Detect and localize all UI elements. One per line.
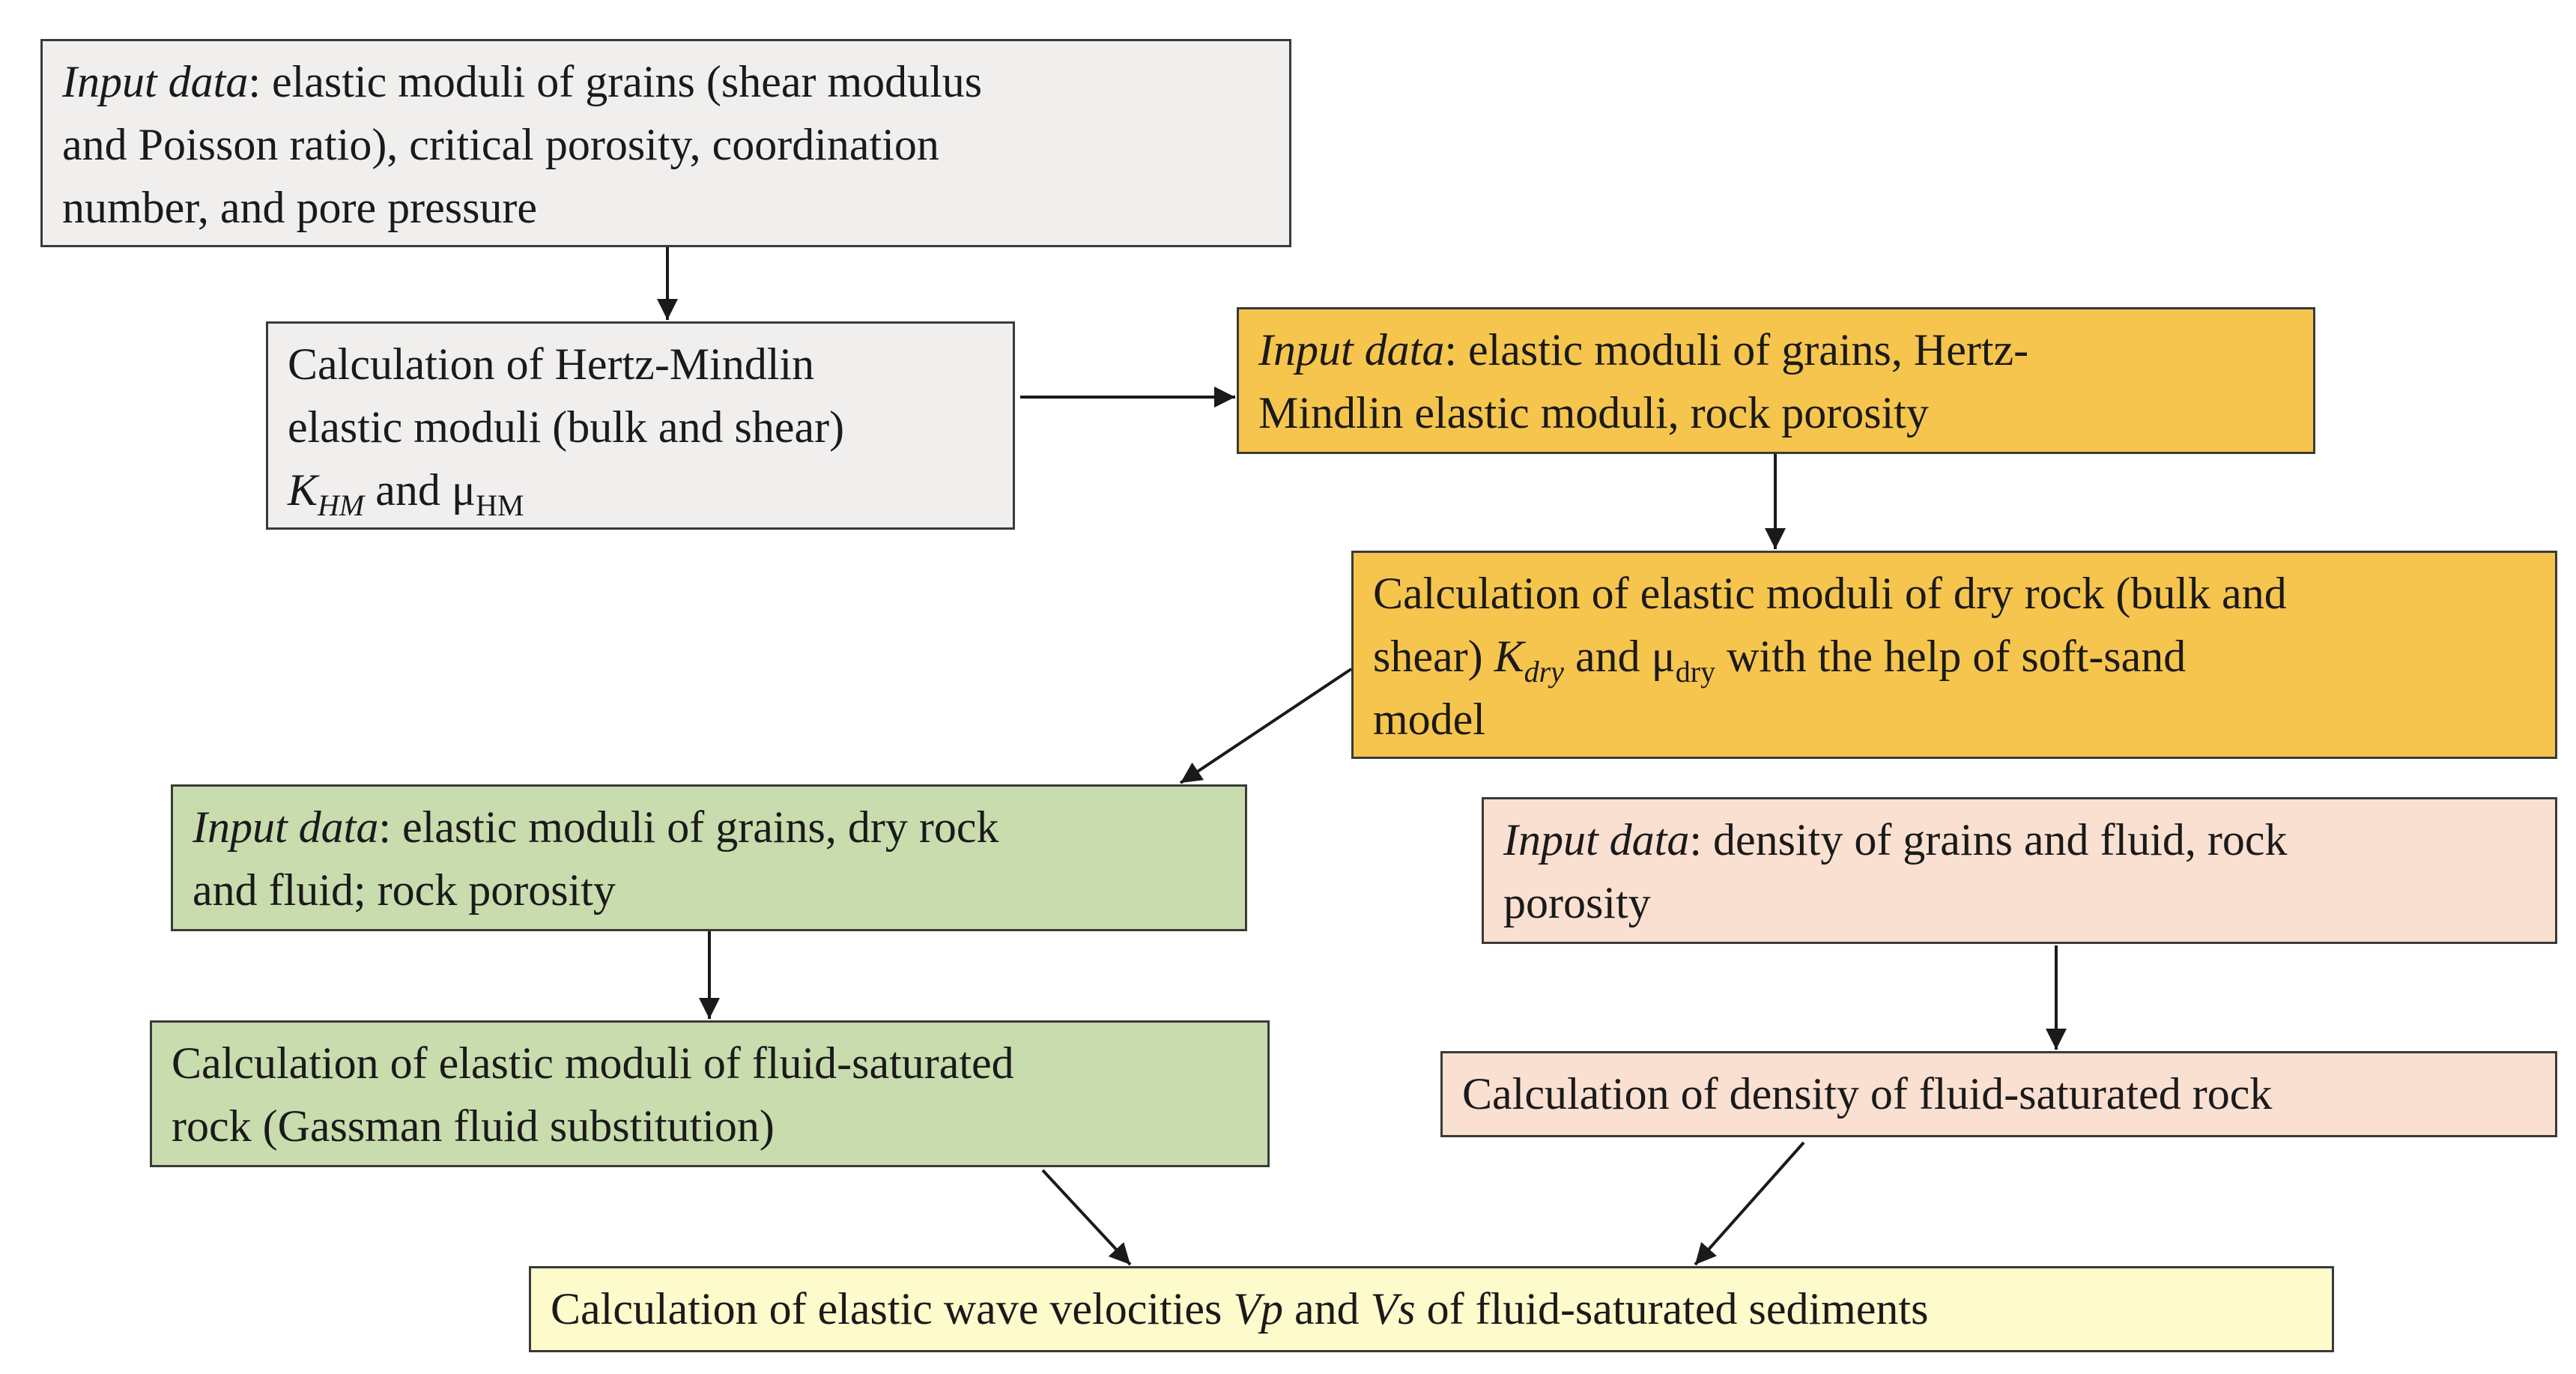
input-data-label: Input data xyxy=(193,802,379,852)
input-hm-line-1: Input data: elastic moduli of grains, He… xyxy=(1258,325,2029,375)
dry-rock-box: Calculation of elastic moduli of dry roc… xyxy=(1351,551,2557,759)
input-grains-line-3: number, and pore pressure xyxy=(62,183,538,232)
velocities-box: Calculation of elastic wave velocities V… xyxy=(529,1266,2334,1352)
mu-subscript: HM xyxy=(476,488,524,522)
saturated-moduli-line-1: Calculation of elastic moduli of fluid-s… xyxy=(172,1038,1014,1088)
k-subscript: dry xyxy=(1524,655,1564,688)
input-density-line-2: porosity xyxy=(1503,878,1651,927)
hertz-mindlin-line-1: Calculation of Hertz-Mindlin xyxy=(288,339,815,389)
input-grains-line-2: and Poisson ratio), critical porosity, c… xyxy=(62,120,939,169)
mu-subscript: dry xyxy=(1675,655,1716,688)
saturated-moduli-line-2: rock (Gassman fluid substitution) xyxy=(172,1101,775,1151)
arrow-saturated-moduli-to-velocities xyxy=(1041,1169,1132,1266)
mu-symbol: and μ xyxy=(1563,632,1676,681)
input-fluid-line-1: Input data: elastic moduli of grains, dr… xyxy=(193,802,999,852)
hertz-mindlin-box: Calculation of Hertz-Mindlin elastic mod… xyxy=(266,321,1015,530)
dry-rock-line-2: shear) Kdry and μdry with the help of so… xyxy=(1373,632,2186,688)
saturated-moduli-box: Calculation of elastic moduli of fluid-s… xyxy=(150,1020,1270,1167)
input-fluid-line-2: and fluid; rock porosity xyxy=(193,865,616,915)
hertz-mindlin-line-3: KHM and μHM xyxy=(288,458,993,521)
input-grains-box: Input data: elastic moduli of grains (sh… xyxy=(40,39,1291,247)
vs-symbol: Vs xyxy=(1370,1284,1416,1334)
input-hm-line-2: Mindlin elastic moduli, rock porosity xyxy=(1258,388,1929,438)
saturated-density-box: Calculation of density of fluid-saturate… xyxy=(1440,1051,2557,1137)
k-subscript: HM xyxy=(318,488,365,522)
input-data-label: Input data xyxy=(1503,815,1690,865)
arrow-dry-rock-to-input-fluid xyxy=(1179,668,1353,784)
vp-symbol: Vp xyxy=(1233,1284,1283,1334)
mu-symbol: and μ xyxy=(364,465,476,515)
input-density-box: Input data: density of grains and fluid,… xyxy=(1482,797,2557,944)
k-symbol: K xyxy=(288,465,318,515)
dry-rock-line-3: model xyxy=(1373,694,1485,744)
input-fluid-box: Input data: elastic moduli of grains, dr… xyxy=(171,784,1247,931)
input-grains-line-1: Input data: elastic moduli of grains (sh… xyxy=(62,57,983,106)
input-hm-box: Input data: elastic moduli of grains, He… xyxy=(1237,307,2315,454)
input-data-label: Input data xyxy=(62,57,249,106)
k-symbol: K xyxy=(1494,632,1524,681)
velocities-line-1: Calculation of elastic wave velocities V… xyxy=(551,1284,1929,1334)
saturated-density-line-1: Calculation of density of fluid-saturate… xyxy=(1462,1069,2273,1119)
dry-rock-line-1: Calculation of elastic moduli of dry roc… xyxy=(1373,569,2287,618)
hertz-mindlin-line-2: elastic moduli (bulk and shear) xyxy=(288,402,845,452)
arrow-saturated-density-to-velocities xyxy=(1694,1141,1805,1266)
input-data-label: Input data xyxy=(1258,325,1445,375)
input-density-line-1: Input data: density of grains and fluid,… xyxy=(1503,815,2288,865)
